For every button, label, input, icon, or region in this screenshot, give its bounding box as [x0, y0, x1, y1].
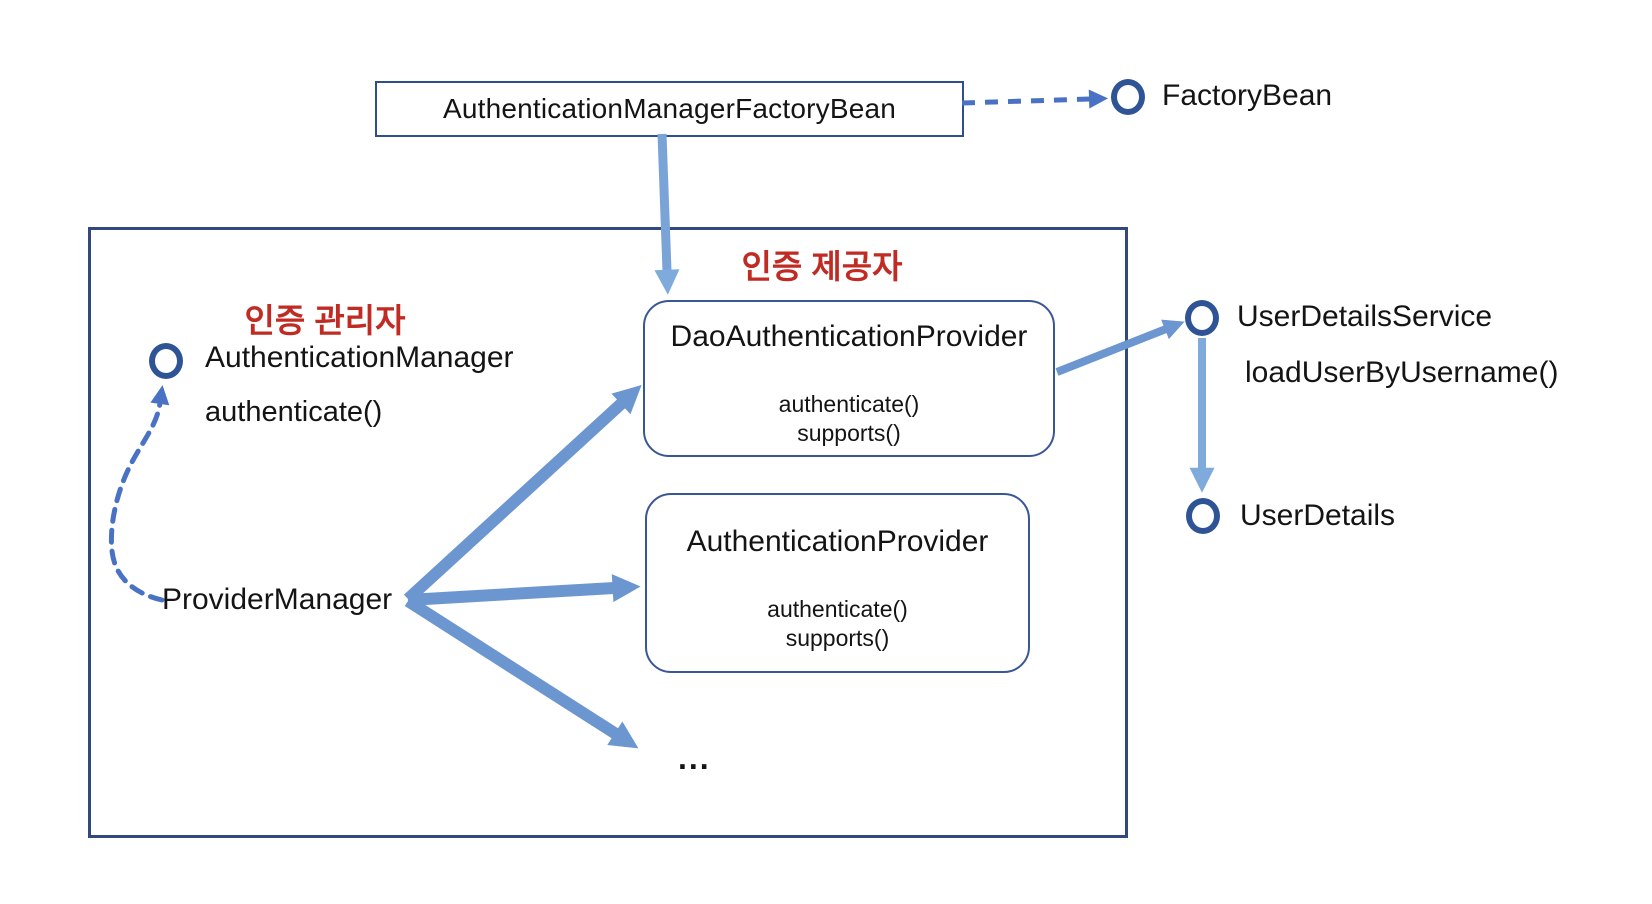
- user-details-interface-circle-icon: [1186, 498, 1220, 534]
- authentication-manager-factory-bean-box: AuthenticationManagerFactoryBean: [375, 81, 964, 137]
- load-user-by-username-method-label: loadUserByUsername(): [1245, 356, 1559, 389]
- more-providers-ellipsis-label: ...: [678, 740, 711, 776]
- dao-authentication-provider-box: DaoAuthenticationProvider authenticate()…: [643, 300, 1055, 457]
- authentication-manager-method-label: authenticate(): [205, 396, 383, 428]
- arrow-factorybox-to-factorybean: [961, 89, 1109, 109]
- authentication-core-container-box: [88, 227, 1128, 838]
- user-details-label: UserDetails: [1240, 499, 1396, 532]
- dao-provider-method-authenticate: authenticate(): [778, 391, 920, 417]
- factory-bean-interface-circle-icon: [1111, 79, 1145, 115]
- authentication-provider-method-supports: supports(): [785, 625, 890, 651]
- authentication-provider-title: AuthenticationProvider: [686, 525, 989, 558]
- user-details-service-interface-circle-icon: [1185, 300, 1219, 336]
- auth-manager-group-label-korean: 인증 관리자: [244, 302, 406, 339]
- user-details-service-label: UserDetailsService: [1237, 300, 1493, 333]
- auth-provider-group-label-korean: 인증 제공자: [741, 248, 903, 285]
- dao-provider-title: DaoAuthenticationProvider: [670, 320, 1028, 353]
- authentication-manager-interface-circle-icon: [149, 343, 183, 379]
- authentication-provider-method-authenticate: authenticate(): [767, 596, 908, 622]
- provider-manager-label: ProviderManager: [162, 583, 393, 616]
- factory-bean-label: FactoryBean: [1162, 79, 1333, 112]
- factory-bean-box-label: AuthenticationManagerFactoryBean: [442, 93, 897, 124]
- authentication-provider-box: AuthenticationProvider authenticate() su…: [645, 493, 1030, 673]
- dao-provider-method-supports: supports(): [797, 420, 901, 446]
- authentication-manager-label: AuthenticationManager: [205, 341, 514, 374]
